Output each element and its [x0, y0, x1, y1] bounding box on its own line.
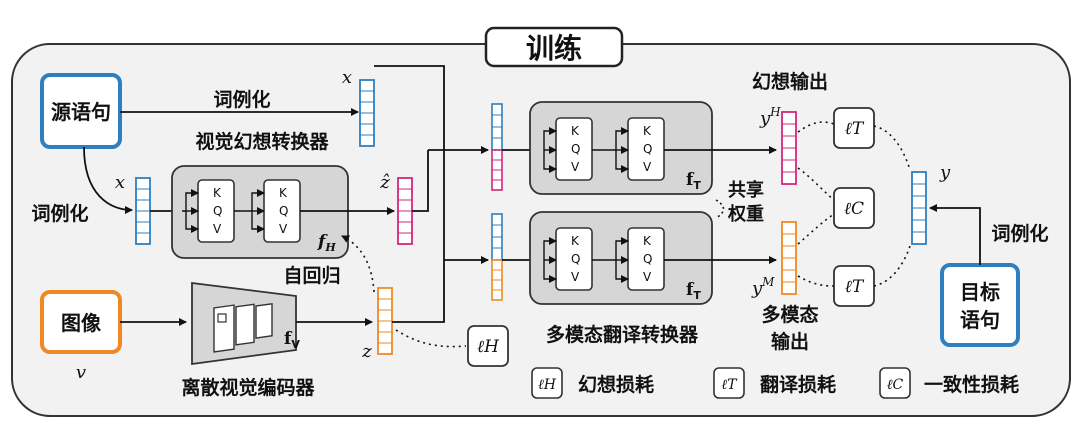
discrete-visual-encoder-label: 离散视觉编码器: [181, 376, 315, 399]
tokenize-label-left: 词例化: [31, 202, 88, 225]
loss-h-box: [467, 325, 509, 367]
loss-h-symbol: ℓH: [477, 337, 500, 357]
autoregressive-label: 自回归: [283, 264, 340, 287]
svg-text:Q: Q: [643, 252, 652, 266]
x-label-left: x: [115, 172, 125, 193]
svg-text:K: K: [571, 234, 580, 248]
mm-input-top: [491, 103, 503, 191]
fT-label-bottom: fT: [686, 280, 701, 302]
svg-text:K: K: [643, 124, 652, 138]
mm-translation-transformer-label: 多模态翻译转换器: [546, 323, 699, 346]
svg-text:V: V: [571, 160, 580, 174]
source-sentence-box: [40, 73, 122, 149]
zhat-label: ẑ: [379, 172, 390, 193]
fV-label: fV: [284, 329, 300, 351]
shared-weights-line2: 权重: [727, 203, 764, 225]
loss-t-box-top: [833, 107, 875, 149]
image-label: 图像: [61, 311, 102, 335]
attention-block-t1: K Q V: [555, 117, 593, 181]
zhat-token-vector: [397, 177, 413, 245]
multimodal-output-line2: 输出: [771, 330, 809, 353]
yH-label: yH: [759, 105, 781, 129]
loss-t-symbol-bottom: ℓT: [845, 277, 865, 297]
svg-text:K: K: [571, 124, 580, 138]
fH-label: fH: [317, 232, 336, 254]
attention-block-t4: K Q V: [627, 227, 665, 291]
svg-text:K: K: [213, 186, 222, 200]
svg-text:Q: Q: [213, 204, 222, 218]
svg-text:Q: Q: [571, 142, 580, 156]
legend: ℓH 幻想损耗 ℓT 翻译损耗 ℓC 一致性损耗: [531, 367, 1019, 399]
loss-c-box: [833, 187, 875, 229]
y-label: y: [939, 162, 951, 183]
svg-text:V: V: [213, 222, 222, 236]
attention-block-h1: K Q V: [197, 179, 235, 243]
discrete-visual-encoder: [191, 281, 297, 366]
x-token-vector-left: [135, 177, 151, 245]
attention-block-h2: K Q V: [263, 179, 301, 243]
yH-token-vector: [781, 111, 797, 185]
attention-block-t2: K Q V: [627, 117, 665, 181]
legend-c-symbol: ℓC: [887, 377, 904, 393]
visual-hallucination-transformer-label: 视觉幻想转换器: [195, 130, 329, 153]
hallucination-output-label: 幻想输出: [752, 70, 828, 93]
legend-h-label: 幻想损耗: [578, 373, 654, 396]
legend-t-label: 翻译损耗: [760, 373, 836, 396]
title: 训练: [526, 32, 582, 65]
x-token-vector-top: [359, 79, 375, 147]
legend-t-box: [713, 367, 745, 399]
legend-h-box: [531, 367, 563, 399]
loss-t-symbol-top: ℓT: [845, 119, 865, 139]
legend-h-symbol: ℓH: [538, 377, 557, 393]
svg-text:K: K: [643, 234, 652, 248]
shared-weights-line1: 共享: [728, 179, 764, 201]
svg-text:Q: Q: [643, 142, 652, 156]
svg-text:V: V: [643, 270, 652, 284]
legend-c-label: 一致性损耗: [924, 373, 1019, 396]
mm-input-bottom: [491, 213, 503, 301]
attention-block-t3: K Q V: [555, 227, 593, 291]
z-label: z: [361, 341, 372, 362]
svg-text:V: V: [571, 270, 580, 284]
multimodal-output-line1: 多模态: [761, 303, 818, 326]
legend-t-symbol: ℓT: [721, 377, 738, 393]
yM-label: yM: [751, 275, 775, 299]
svg-text:Q: Q: [571, 252, 580, 266]
source-sentence-label: 源语句: [51, 100, 111, 124]
svg-text:Q: Q: [279, 204, 288, 218]
fT-label-top: fT: [686, 170, 701, 192]
target-sentence-line1: 目标: [960, 280, 1000, 304]
svg-text:V: V: [643, 160, 652, 174]
tokenize-label-target: 词例化: [991, 222, 1048, 245]
target-sentence-box: [940, 263, 1020, 347]
svg-text:V: V: [279, 222, 288, 236]
target-sentence-line2: 语句: [960, 308, 1000, 332]
y-token-vector: [911, 171, 927, 245]
legend-c-box: [879, 367, 911, 399]
svg-text:K: K: [279, 186, 288, 200]
title-box: [484, 26, 624, 68]
yM-token-vector: [781, 221, 797, 295]
z-token-vector: [377, 287, 393, 355]
image-variable: v: [76, 362, 86, 383]
tokenize-label-source: 词例化: [213, 88, 270, 111]
x-label-top: x: [342, 67, 352, 88]
loss-c-symbol: ℓC: [844, 199, 864, 219]
